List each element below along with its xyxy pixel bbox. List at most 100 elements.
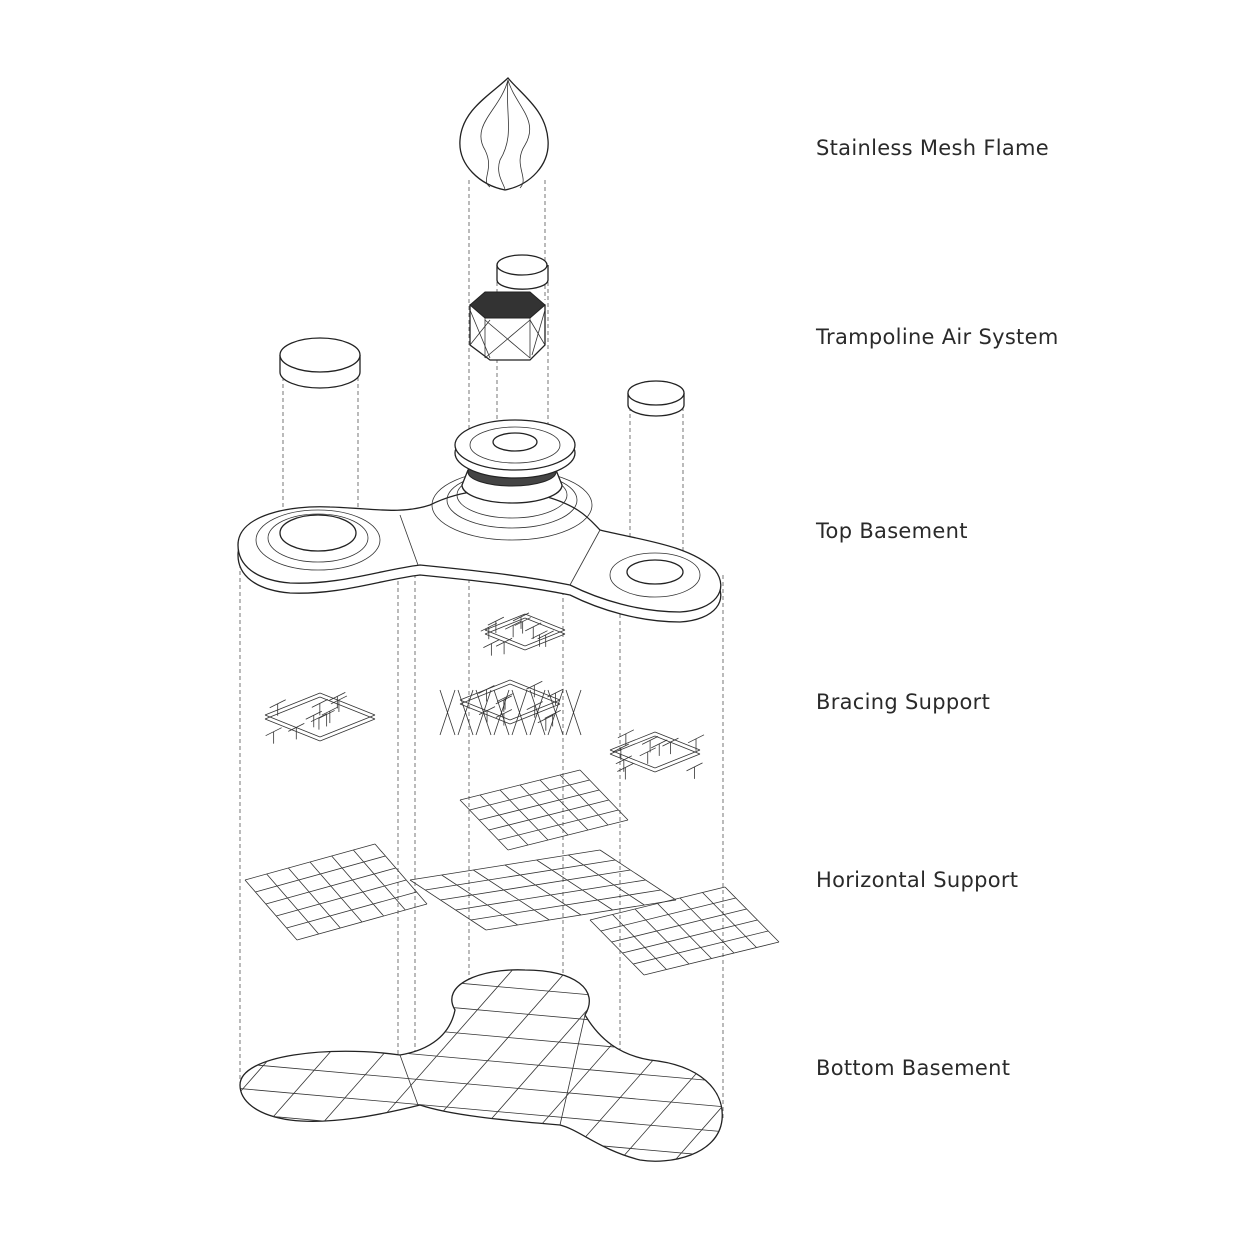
support-beam xyxy=(612,914,667,970)
brace-strut xyxy=(495,637,513,647)
support-beam xyxy=(702,892,757,948)
support-beam xyxy=(459,799,509,851)
brace-diagonal xyxy=(457,689,474,736)
bottom-basement xyxy=(0,950,723,1200)
brace-beam xyxy=(459,683,511,705)
layer-label-bottom-basement: Bottom Basement xyxy=(816,1056,1011,1080)
floor-grid-line xyxy=(240,1084,723,1136)
support-beam xyxy=(622,919,758,954)
brace-strut xyxy=(480,622,497,632)
brace-strut xyxy=(617,763,634,772)
brace-beam xyxy=(264,696,321,720)
floor-grid-line xyxy=(240,969,256,1162)
support-beam xyxy=(536,859,613,911)
brace-beam xyxy=(264,714,321,738)
brace-strut xyxy=(330,695,348,705)
support-beam xyxy=(599,849,677,901)
support-beam xyxy=(479,789,600,821)
brace-strut xyxy=(526,701,543,710)
support-beam xyxy=(568,854,645,906)
brace-strut xyxy=(478,685,495,694)
support-beam xyxy=(679,897,735,954)
layer-label-horizontal: Horizontal Support xyxy=(816,868,1019,892)
stainless-mesh-flame xyxy=(459,77,549,191)
brace-beam xyxy=(509,679,561,701)
brace-strut xyxy=(612,743,630,753)
brace-beam xyxy=(319,718,376,742)
support-beam xyxy=(244,879,298,941)
brace-beam xyxy=(524,633,566,651)
brace-strut xyxy=(321,706,339,716)
support-beam xyxy=(374,843,428,905)
brace-diagonal xyxy=(493,689,510,736)
brace-strut xyxy=(687,734,705,744)
support-beam xyxy=(498,809,619,841)
brace-beam xyxy=(609,731,656,751)
brace-beam xyxy=(609,753,656,773)
brace-strut xyxy=(288,723,305,732)
support-beam xyxy=(589,886,726,921)
brace-diagonal xyxy=(565,689,582,736)
brace-beam xyxy=(459,703,511,725)
horizontal-support xyxy=(244,769,780,976)
brace-strut xyxy=(311,698,329,708)
support-beam xyxy=(409,849,601,881)
brace-strut xyxy=(525,622,542,632)
support-beam xyxy=(643,941,780,976)
brace-strut xyxy=(537,630,554,640)
floor-grid-line xyxy=(639,969,723,1162)
brace-beam xyxy=(524,617,566,635)
brace-strut xyxy=(269,699,286,709)
brace-beam xyxy=(524,613,566,631)
brace-diagonal xyxy=(547,689,564,736)
brace-diagonal xyxy=(475,689,492,736)
support-beam xyxy=(309,861,363,923)
brace-beam xyxy=(509,683,561,705)
support-beam xyxy=(479,794,529,846)
brace-beam xyxy=(654,749,701,769)
support-beam xyxy=(485,899,677,931)
floor-grid-line xyxy=(0,950,145,1200)
brace-beam xyxy=(524,629,566,647)
floor-grid-line xyxy=(240,1059,723,1111)
brace-strut xyxy=(495,709,513,718)
brace-strut xyxy=(544,710,561,719)
support-beam xyxy=(425,859,616,891)
brace-strut xyxy=(483,639,500,648)
trampoline-air-system xyxy=(469,254,549,361)
brace-diagonal xyxy=(439,689,456,736)
support-beam xyxy=(657,903,712,959)
support-beam xyxy=(244,843,376,881)
layer-label-flame: Stainless Mesh Flame xyxy=(816,136,1050,160)
support-beam xyxy=(488,799,609,831)
brace-beam xyxy=(264,692,321,716)
floor-grid-line xyxy=(0,950,200,1200)
brace-strut xyxy=(265,727,282,737)
brace-diagonal xyxy=(529,689,546,736)
cylinder-caps xyxy=(279,337,685,417)
support-beam xyxy=(353,849,406,911)
brace-beam xyxy=(609,735,656,755)
layer-label-trampoline: Trampoline Air System xyxy=(816,325,1059,349)
support-beam xyxy=(499,789,549,841)
brace-strut xyxy=(487,616,505,626)
support-beam xyxy=(276,879,407,917)
brace-strut xyxy=(305,710,322,720)
brace-beam xyxy=(484,629,526,647)
support-beam xyxy=(519,784,569,836)
support-beam xyxy=(459,769,581,801)
brace-beam xyxy=(609,749,656,769)
support-beam xyxy=(724,886,780,943)
support-beam xyxy=(331,855,384,917)
brace-strut xyxy=(651,739,668,749)
brace-strut xyxy=(639,747,656,757)
brace-diagonal xyxy=(511,689,528,736)
brace-strut xyxy=(496,693,514,702)
support-beam xyxy=(633,930,769,965)
brace-strut xyxy=(512,612,530,622)
support-beam xyxy=(265,867,396,905)
brace-beam xyxy=(264,718,321,742)
support-beam xyxy=(441,874,518,926)
support-beam xyxy=(288,867,341,929)
